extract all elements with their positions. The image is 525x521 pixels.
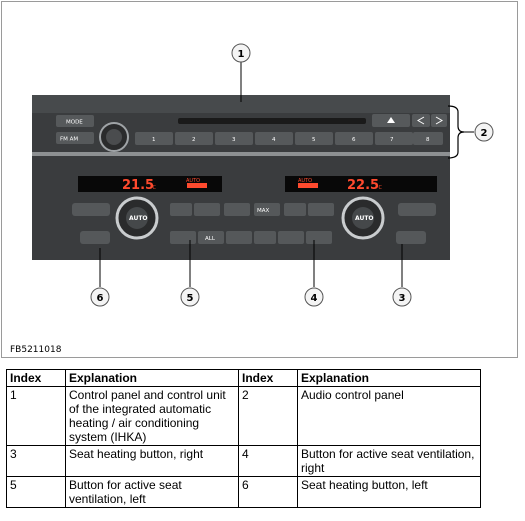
fan-up-button[interactable] bbox=[194, 203, 220, 216]
max-label: MAX bbox=[257, 208, 270, 214]
rear-defrost-button[interactable] bbox=[226, 231, 252, 244]
callout-5: 5 bbox=[180, 287, 200, 307]
chevron-right-icon bbox=[435, 116, 443, 125]
preset-buttons: 1 2 3 4 5 6 7 8 bbox=[135, 132, 443, 145]
table-row: 5 Button for active seat ventilation, le… bbox=[6, 476, 481, 508]
all-label: ALL bbox=[205, 236, 216, 242]
ac-button[interactable] bbox=[254, 231, 276, 244]
seat-heating-right-button[interactable] bbox=[396, 231, 426, 244]
seat-ventilation-right-button[interactable] bbox=[306, 231, 332, 244]
left-auto-indicator: AUTO bbox=[186, 178, 200, 184]
callout-6: 6 bbox=[90, 287, 110, 307]
right-temperature: 22.5 bbox=[347, 178, 379, 193]
preset-8[interactable] bbox=[413, 132, 443, 145]
fan-down-button[interactable] bbox=[170, 203, 192, 216]
seek-back-button[interactable] bbox=[412, 114, 430, 127]
table-header-row: Index Explanation Index Explanation bbox=[6, 369, 481, 387]
left-temperature: 21.5 bbox=[122, 178, 154, 193]
right-climate-display bbox=[285, 176, 437, 192]
table-row: 3 Seat heating button, right 4 Button fo… bbox=[6, 445, 481, 477]
preset-5[interactable] bbox=[295, 132, 333, 145]
seat-heating-left-button[interactable] bbox=[80, 231, 110, 244]
row-index: 5 bbox=[6, 476, 66, 508]
row-index: 1 bbox=[6, 386, 66, 446]
preset-1[interactable] bbox=[135, 132, 173, 145]
preset-1-label: 1 bbox=[152, 137, 156, 143]
preset-3[interactable] bbox=[215, 132, 253, 145]
svg-text:1: 1 bbox=[238, 49, 245, 60]
row-index: 3 bbox=[6, 445, 66, 477]
right-fan-bars bbox=[298, 183, 318, 188]
preset-4-label: 4 bbox=[272, 137, 276, 143]
svg-text:6: 6 bbox=[97, 293, 104, 304]
svg-text:2: 2 bbox=[481, 128, 488, 139]
callout-3: 3 bbox=[392, 287, 412, 307]
callout-4: 4 bbox=[304, 287, 324, 307]
preset-6-label: 6 bbox=[352, 137, 356, 143]
figure-code: FB5211018 bbox=[10, 345, 62, 355]
row-index: 4 bbox=[238, 445, 298, 477]
callout-2: 2 bbox=[474, 122, 494, 142]
preset-4[interactable] bbox=[255, 132, 293, 145]
left-auto-button[interactable] bbox=[126, 207, 148, 229]
air-distribution-right-button[interactable] bbox=[398, 203, 436, 216]
preset-3-label: 3 bbox=[232, 137, 236, 143]
table-row: 1 Control panel and control unit of the … bbox=[6, 386, 481, 446]
fan-down-right-button[interactable] bbox=[284, 203, 306, 216]
fm-am-button[interactable] bbox=[56, 132, 94, 144]
fm-am-label: FM AM bbox=[60, 137, 78, 143]
row-explanation: Audio control panel bbox=[297, 386, 481, 446]
row-explanation: Control panel and control unit of the in… bbox=[65, 386, 239, 446]
preset-7-label: 7 bbox=[390, 137, 394, 143]
air-distribution-left-button[interactable] bbox=[72, 203, 110, 216]
preset-6[interactable] bbox=[335, 132, 373, 145]
mode-button[interactable] bbox=[56, 115, 94, 127]
header-explanation-1: Explanation bbox=[65, 369, 239, 387]
row-explanation: Button for active seat ventilation, left bbox=[65, 476, 239, 508]
right-temp-unit: °C bbox=[376, 185, 383, 191]
eject-icon bbox=[387, 117, 395, 123]
preset-7[interactable] bbox=[375, 132, 413, 145]
row-index: 2 bbox=[238, 386, 298, 446]
svg-text:5: 5 bbox=[187, 293, 194, 304]
preset-2[interactable] bbox=[175, 132, 213, 145]
volume-knob-center bbox=[106, 129, 122, 145]
legend-table: Index Explanation Index Explanation 1 Co… bbox=[6, 369, 481, 508]
mode-label: MODE bbox=[66, 120, 83, 126]
left-temp-unit: °C bbox=[150, 185, 157, 191]
windshield-button[interactable] bbox=[224, 203, 250, 216]
preset-8-label: 8 bbox=[426, 137, 430, 143]
svg-text:4: 4 bbox=[311, 293, 318, 304]
seat-ventilation-left-button[interactable] bbox=[170, 231, 196, 244]
max-button[interactable] bbox=[254, 203, 280, 216]
bracket-2 bbox=[447, 105, 465, 159]
left-climate-display bbox=[78, 176, 222, 192]
preset-2-label: 2 bbox=[192, 137, 196, 143]
row-index: 6 bbox=[238, 476, 298, 508]
svg-text:3: 3 bbox=[399, 293, 406, 304]
panel-divider bbox=[32, 152, 450, 156]
header-index-2: Index bbox=[238, 369, 298, 387]
leader-lines bbox=[99, 62, 474, 287]
recirculation-button[interactable] bbox=[278, 231, 304, 244]
left-fan-bars bbox=[187, 183, 207, 188]
cd-slot bbox=[178, 118, 366, 124]
right-auto-label: AUTO bbox=[355, 215, 374, 222]
right-auto-indicator: AUTO bbox=[298, 178, 312, 184]
seek-forward-button[interactable] bbox=[431, 114, 447, 127]
fan-up-right-button[interactable] bbox=[308, 203, 334, 216]
callout-1: 1 bbox=[231, 43, 251, 63]
panel-top-strip bbox=[32, 95, 450, 113]
row-explanation: Button for active seat ventilation, righ… bbox=[297, 445, 481, 477]
chevron-left-icon bbox=[417, 116, 425, 125]
row-explanation: Seat heating button, right bbox=[65, 445, 239, 477]
header-explanation-2: Explanation bbox=[297, 369, 481, 387]
row-explanation: Seat heating button, left bbox=[297, 476, 481, 508]
right-auto-button[interactable] bbox=[352, 207, 374, 229]
header-index-1: Index bbox=[6, 369, 66, 387]
all-button[interactable] bbox=[198, 231, 224, 244]
preset-5-label: 5 bbox=[312, 137, 316, 143]
left-auto-label: AUTO bbox=[129, 215, 148, 222]
control-panel-diagram: MODE FM AM 1 2 3 4 5 6 7 8 21.5 °C AUTO … bbox=[32, 43, 494, 307]
